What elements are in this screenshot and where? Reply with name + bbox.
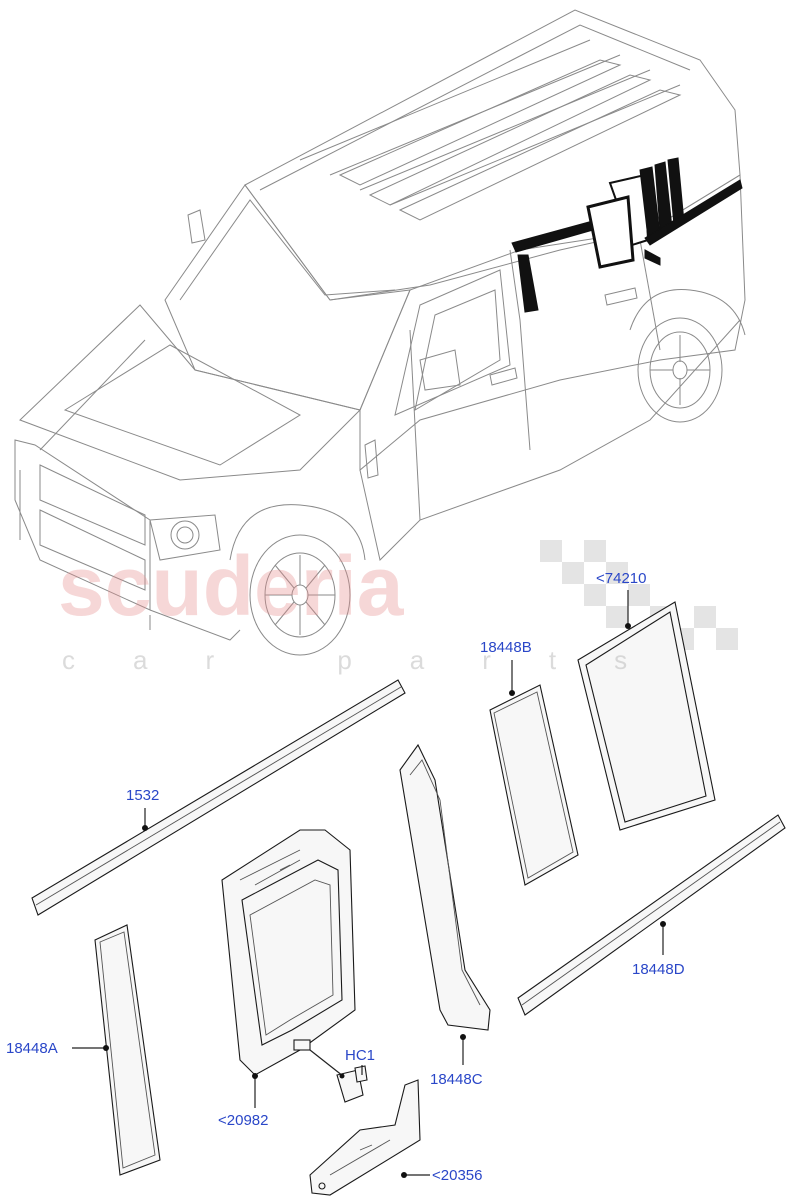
leader-lines: [72, 590, 666, 1178]
part-18448C-pillar: [399, 743, 491, 1031]
callout-18448C[interactable]: 18448C: [430, 1071, 483, 1088]
callout-18448D[interactable]: 18448D: [632, 961, 685, 978]
callout-74210[interactable]: <74210: [596, 570, 647, 587]
callout-18448A[interactable]: 18448A: [6, 1040, 58, 1057]
part-18448D-moulding: [517, 814, 786, 1016]
callout-20356[interactable]: <20356: [432, 1167, 483, 1184]
callout-20982[interactable]: <20982: [218, 1112, 269, 1129]
part-18448A-applique: [94, 924, 161, 1176]
watermark-brand: scuderia: [58, 539, 404, 633]
highlighted-pillars: [511, 157, 743, 313]
callout-HC1[interactable]: HC1: [345, 1047, 376, 1064]
part-74210-glass: [577, 601, 716, 831]
part-20982-frame: [221, 829, 356, 1076]
callout-1532[interactable]: 1532: [126, 787, 160, 804]
part-1532-moulding: [31, 679, 406, 916]
callout-18448B[interactable]: 18448B: [480, 639, 532, 656]
vehicle-outline: [14, 9, 746, 656]
watermark-subtitle: car parts: [62, 645, 686, 675]
part-18448B-panel: [489, 684, 579, 886]
part-20356-bracket: [309, 1079, 421, 1196]
